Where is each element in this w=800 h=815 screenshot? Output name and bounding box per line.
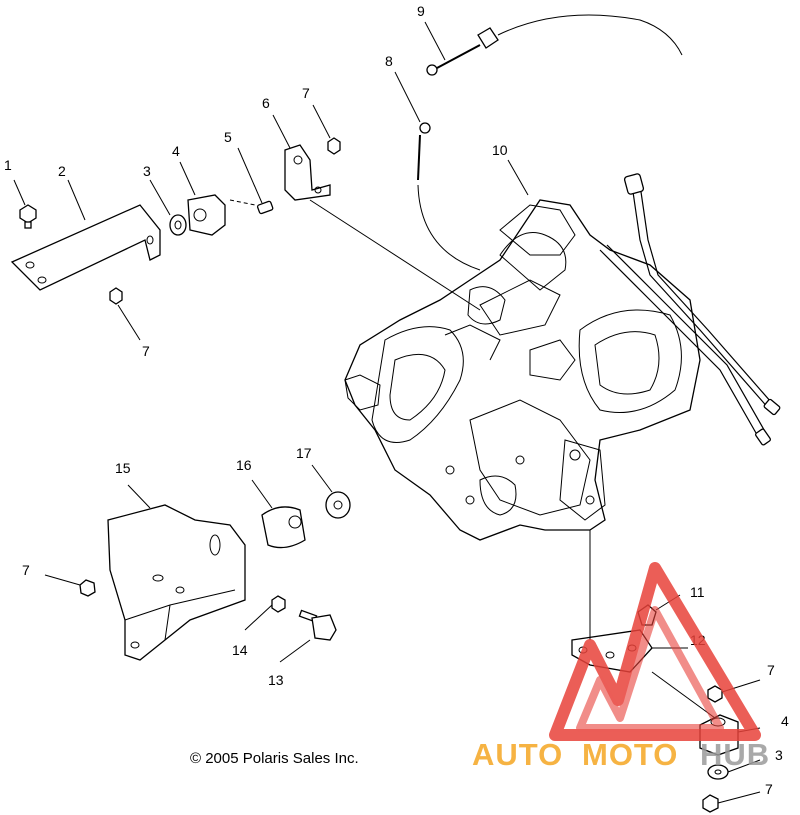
cable-part-8 — [417, 122, 481, 271]
watermark-text-auto: AUTO — [472, 737, 563, 772]
bracket-part-15 — [107, 504, 246, 661]
rubber-mount-part-4 — [187, 194, 226, 236]
bolt-part-13 — [298, 609, 337, 641]
bolt-part-1 — [19, 204, 37, 229]
callout-9: 9 — [417, 3, 425, 19]
nut-part-7-top — [327, 137, 341, 155]
callout-15: 15 — [115, 460, 131, 476]
callout-17: 17 — [296, 445, 312, 461]
nut-part-7-right-lower — [702, 794, 719, 813]
engine-assembly — [344, 173, 781, 541]
nut-part-7-left — [109, 287, 123, 305]
bracket-part-2 — [10, 204, 161, 291]
nut-part-7-lower — [79, 579, 96, 597]
callout-14: 14 — [232, 642, 248, 658]
callout-10: 10 — [492, 142, 508, 158]
bolt-part-5 — [256, 200, 274, 215]
watermark-text-moto: MOTO — [582, 737, 678, 772]
callout-6: 6 — [262, 95, 270, 111]
watermark-text-hub: HUB — [700, 737, 770, 772]
callout-11: 11 — [690, 584, 705, 600]
callout-3: 3 — [143, 163, 151, 179]
callout-7-right-lower: 7 — [765, 781, 773, 797]
cable-part-9 — [426, 14, 683, 76]
copyright-text: © 2005 Polaris Sales Inc. — [190, 750, 359, 767]
callout-7-right-upper: 7 — [767, 662, 775, 678]
nut-part-7-right-upper — [707, 685, 723, 703]
callout-3-right: 3 — [775, 747, 783, 763]
callout-13: 13 — [268, 672, 284, 688]
callout-2: 2 — [58, 163, 66, 179]
rubber-mount-part-16 — [261, 506, 306, 549]
washer-part-3 — [169, 214, 187, 236]
callout-7-left: 7 — [142, 343, 150, 359]
callout-16: 16 — [236, 457, 252, 473]
nut-part-14 — [271, 595, 286, 613]
callout-7-lower: 7 — [22, 562, 30, 578]
watermark-triangle-outer — [549, 562, 761, 741]
callouts: 1 2 3 4 5 6 7 7 8 9 10 15 16 17 7 14 13 … — [4, 3, 789, 797]
washer-part-17 — [325, 491, 351, 519]
callout-5: 5 — [224, 129, 232, 145]
bracket-part-6 — [284, 144, 331, 201]
callout-8: 8 — [385, 53, 393, 69]
watermark-logo: AUTO MOTO HUB — [472, 562, 770, 772]
callout-4-right: 4 — [781, 713, 789, 729]
callout-1: 1 — [4, 157, 12, 173]
callout-7-top: 7 — [302, 85, 310, 101]
watermark-triangle-inner — [576, 606, 724, 732]
callout-4: 4 — [172, 143, 180, 159]
